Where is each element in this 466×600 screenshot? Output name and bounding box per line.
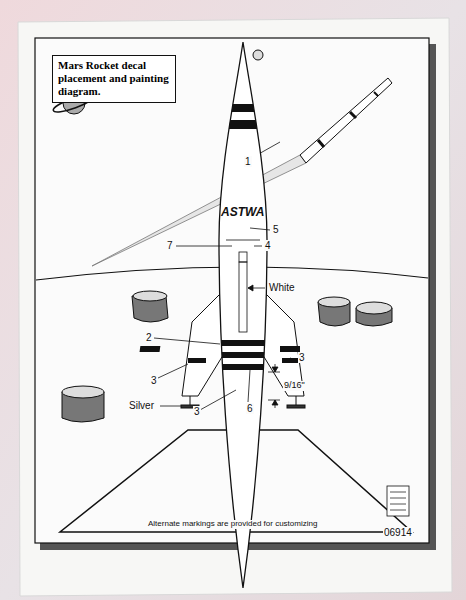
rocket: [210, 42, 280, 588]
color-label: Silver: [128, 400, 155, 411]
callout-number: 3: [150, 375, 158, 386]
callout-number: 2: [145, 332, 153, 343]
leader-line: [154, 228, 296, 410]
title-box: Mars Rocket decal placement and painting…: [52, 55, 176, 103]
callout-number: 5: [272, 224, 280, 235]
callout-number: 1: [244, 156, 252, 167]
part-number: 06914: [383, 527, 413, 538]
callout-number: 3: [298, 352, 306, 363]
logo: [387, 486, 409, 516]
title-text: Mars Rocket decal placement and painting…: [58, 59, 170, 99]
callout-number: 6: [246, 403, 254, 414]
decal-text: ASTWA: [221, 206, 264, 219]
callout-number: 4: [264, 240, 272, 251]
callout-number: 3: [193, 406, 201, 417]
callout-number: 7: [166, 240, 174, 251]
note: Alternate markings are provided for cust…: [147, 520, 318, 529]
color-label: White: [268, 282, 296, 293]
dimension: 9/16": [283, 381, 306, 391]
